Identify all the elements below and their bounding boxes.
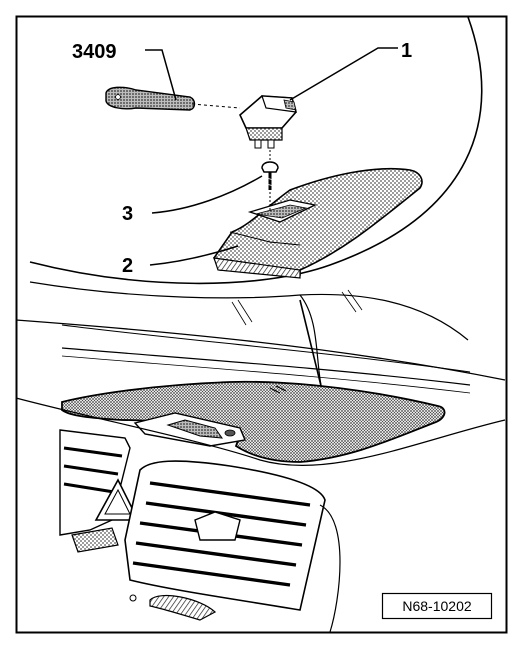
- leader-tool: [145, 49, 177, 101]
- screw-part: [261, 161, 279, 190]
- glass-reflection: [231, 289, 363, 326]
- hazard-triangle-icon: [104, 488, 131, 515]
- dash-side-contour: [319, 504, 341, 633]
- figure-id-box: [381, 592, 493, 620]
- housing-grille-edge: [213, 257, 301, 279]
- insertion-line: [299, 299, 323, 391]
- grille-slot: [269, 385, 287, 394]
- left-vent-louvers: [63, 446, 123, 494]
- sensor-part: [239, 95, 297, 149]
- leader-part-2: [149, 245, 239, 266]
- opening-clip: [224, 429, 236, 437]
- callout-part-2: 2: [122, 255, 133, 277]
- callout-tool-3409: 3409: [72, 41, 117, 63]
- callout-part-3: 3: [122, 203, 133, 225]
- sensor-housing-cover: [213, 167, 423, 276]
- dash-cowl-line-2: [61, 324, 471, 373]
- leader-part-1: [289, 47, 398, 101]
- vent-adjuster-knob: [194, 511, 241, 541]
- leader-part-3: [151, 175, 263, 214]
- tool-3409-shape: [105, 86, 196, 111]
- sensor-opening-recess: [166, 419, 224, 439]
- housing-slot-recess: [255, 204, 308, 219]
- callout-part-1: 1: [401, 40, 412, 62]
- tool-hole: [115, 94, 121, 100]
- windshield-edge-upper: [29, 16, 483, 285]
- dash-cowl-line-3: [61, 347, 471, 386]
- housing-crease: [229, 231, 301, 246]
- windshield-edge-lower: [29, 281, 469, 341]
- figure-id-label: N68-10202: [402, 598, 471, 614]
- tool-alignment-line: [191, 103, 241, 109]
- dash-screw: [129, 594, 137, 602]
- dash-cowl-line-4: [61, 355, 471, 394]
- dash-body-contour: [15, 397, 506, 467]
- dash-button: [71, 527, 119, 553]
- lower-thumbwheel: [149, 594, 217, 621]
